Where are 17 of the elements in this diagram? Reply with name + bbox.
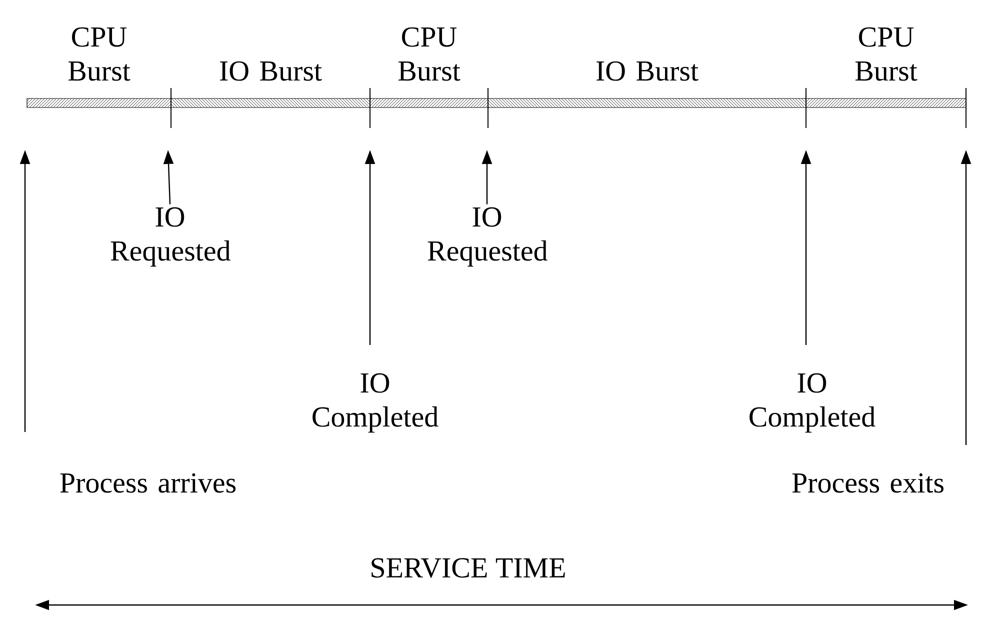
event-label: Process arrives (60, 473, 236, 493)
event-label: IO Completed (750, 373, 876, 433)
node-label: IO Burst (596, 61, 698, 81)
node-label: CPU Burst (398, 27, 460, 81)
node-label: CPU Burst (68, 27, 130, 81)
node-label: CPU Burst (855, 27, 918, 81)
burst-segment: IO Burst (488, 61, 806, 108)
burst-segment: CPU Burst (370, 27, 488, 108)
node-label: IO Burst (220, 61, 322, 81)
burst-segment: IO Burst (170, 61, 370, 108)
event-label: IO Requested (428, 207, 548, 267)
burst-segment: CPU Burst (806, 27, 966, 108)
event-label: IO Completed (312, 373, 438, 433)
event-label: IO Requested (110, 207, 230, 267)
event-label: Process exits (792, 473, 944, 493)
dimension-label: SERVICE TIME (372, 558, 565, 578)
burst-segment: CPU Burst (26, 27, 172, 108)
